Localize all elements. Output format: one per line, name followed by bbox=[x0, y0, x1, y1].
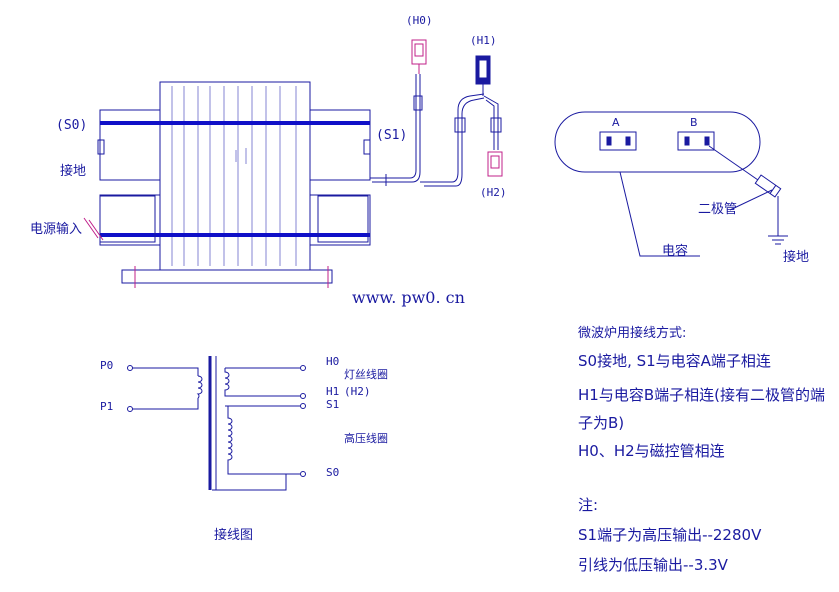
label-ground-transformer: 接地 bbox=[60, 164, 87, 179]
label-p0: P0 bbox=[100, 359, 114, 372]
label-diode: 二极管 bbox=[698, 202, 738, 217]
note-title: 注: bbox=[578, 496, 599, 514]
schematic-caption: 接线图 bbox=[214, 528, 254, 543]
label-sch-s0: S0 bbox=[326, 466, 340, 479]
clamp-band-bottom bbox=[100, 233, 370, 237]
label-h2: (H2) bbox=[480, 186, 507, 199]
instructions-line-2: H1与电容B端子相连(接有二极管的端 bbox=[578, 386, 825, 404]
capacitor-drawing bbox=[554, 111, 788, 257]
label-power-input: 电源输入 bbox=[30, 222, 83, 237]
label-s1: (S1) bbox=[376, 128, 408, 143]
label-p1: P1 bbox=[100, 400, 114, 413]
capacitor-terminal-a bbox=[599, 131, 637, 151]
label-sch-h2: (H2) bbox=[344, 385, 371, 398]
instructions-title: 微波炉用接线方式: bbox=[578, 326, 687, 341]
label-filament-coil: 灯丝线圈 bbox=[344, 368, 388, 381]
label-terminal-a: A bbox=[612, 116, 620, 129]
transformer-core bbox=[159, 81, 311, 271]
label-s0: (S0) bbox=[56, 118, 88, 133]
instructions-line-4: H0、H2与磁控管相连 bbox=[578, 442, 725, 460]
clamp-band-top bbox=[100, 121, 370, 125]
label-hv-coil: 高压线圈 bbox=[344, 432, 388, 445]
label-sch-s1: S1 bbox=[326, 398, 340, 411]
wiring-schematic bbox=[127, 356, 306, 491]
label-h1: (H1) bbox=[470, 34, 497, 47]
label-sch-h1: H1 bbox=[326, 385, 340, 398]
note-line-2: 引线为低压输出--3.3V bbox=[578, 556, 728, 574]
label-capacitor: 电容 bbox=[662, 244, 689, 259]
capacitor-body bbox=[554, 111, 761, 173]
capacitor-terminal-b bbox=[677, 131, 715, 151]
instructions-line-1: S0接地, S1与电容A端子相连 bbox=[578, 352, 771, 370]
diode-symbol bbox=[754, 174, 782, 198]
mounting-plate bbox=[121, 269, 333, 284]
transformer-drawing bbox=[83, 39, 503, 288]
label-h0: (H0) bbox=[406, 14, 433, 27]
note-line-1: S1端子为高压输出--2280V bbox=[578, 526, 762, 544]
label-sch-h0: H0 bbox=[326, 355, 340, 368]
label-terminal-b: B bbox=[690, 116, 698, 129]
label-ground-capacitor: 接地 bbox=[783, 250, 810, 265]
website-url: www. pw0. cn bbox=[352, 288, 465, 307]
h2-connector bbox=[487, 151, 503, 177]
instructions-line-3: 子为B) bbox=[578, 414, 625, 432]
